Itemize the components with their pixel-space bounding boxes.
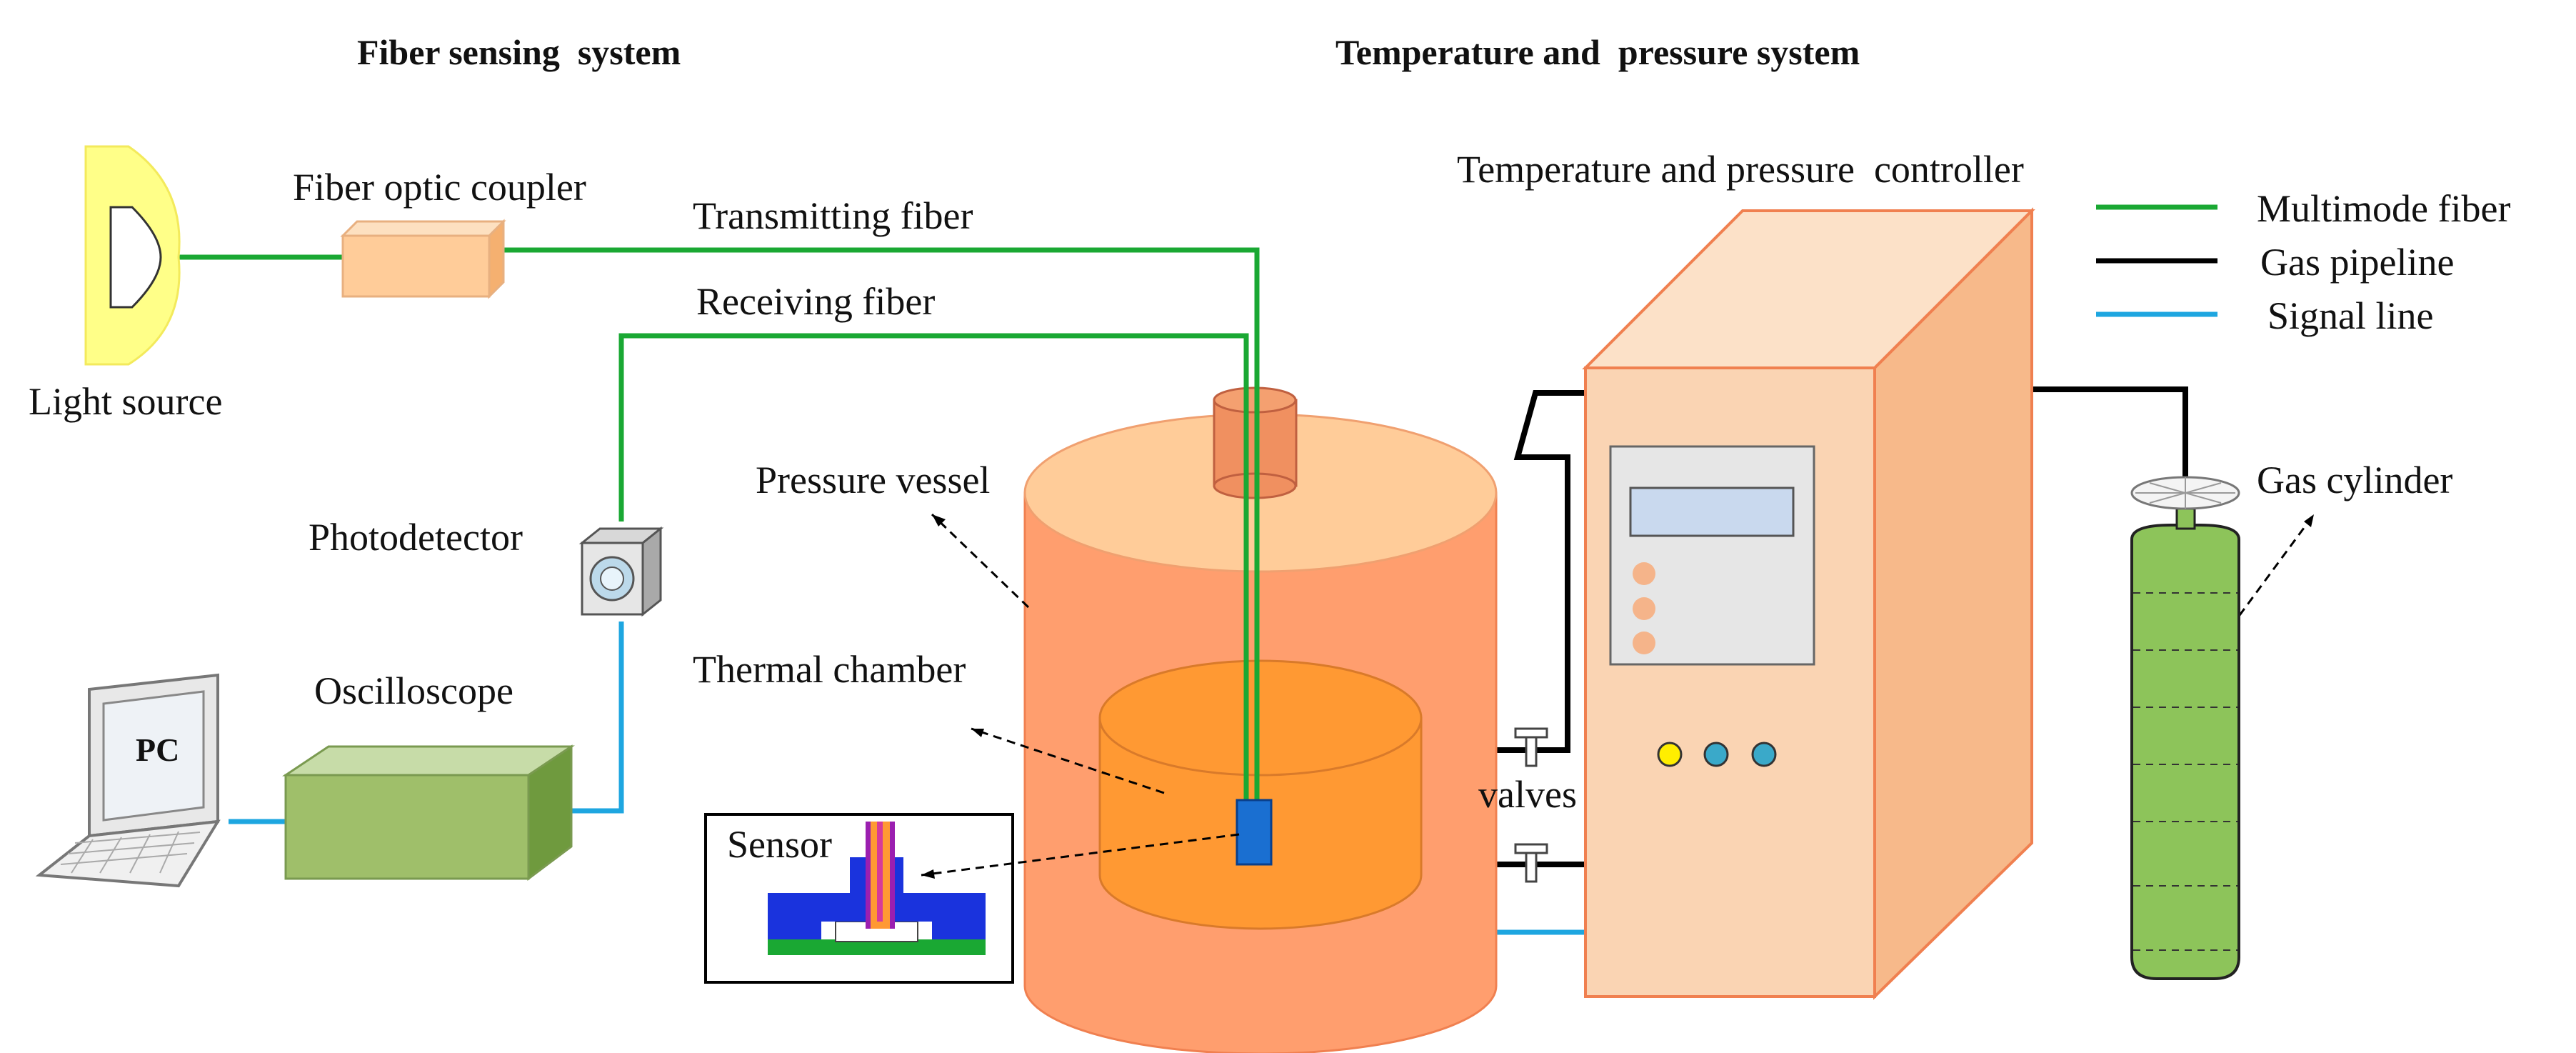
fiber-optic-coupler — [340, 219, 506, 299]
gas-pipeline-controller-loop — [1493, 390, 1585, 753]
pressure-vessel-pointer — [931, 513, 1030, 609]
sensor-inset — [704, 813, 1014, 984]
light-source-label: Light source — [29, 380, 222, 423]
indicator-teal-2 — [1751, 742, 1777, 767]
gas-cylinder-label: Gas cylinder — [2257, 459, 2452, 501]
photodetector-label: Photodetector — [309, 516, 523, 559]
controller-display-panel — [1609, 445, 1815, 666]
sensor-label: Sensor — [727, 823, 832, 866]
header-temperature-pressure-system: Temperature and pressure system — [1335, 32, 1860, 72]
signal-photodetector-to-oscilloscope — [571, 622, 624, 814]
pressure-vessel-label: Pressure vessel — [756, 459, 990, 501]
sensor-head — [1236, 799, 1273, 866]
temperature-pressure-controller — [1582, 207, 2035, 1000]
controller-screen — [1629, 486, 1795, 537]
gas-cylinder-valve-wheel — [2130, 476, 2240, 510]
legend-label-multimode-fiber: Multimode fiber — [2257, 187, 2510, 230]
photodetector — [578, 526, 664, 617]
thermal-chamber — [1098, 659, 1423, 930]
pointer-arrows — [921, 513, 2315, 877]
valve-lower — [1514, 843, 1548, 883]
legend: Multimode fiber Gas pipeline Signal line — [2096, 187, 2510, 337]
controller-label: Temperature and pressure controller — [1457, 148, 2024, 191]
gas-pipeline-to-cylinder — [2032, 386, 2188, 493]
receiving-fiber-label: Receiving fiber — [696, 280, 935, 323]
panel-knob-1 — [1633, 562, 1655, 585]
fiber-optic-coupler-label: Fiber optic coupler — [293, 166, 586, 209]
laptop-keyboard — [60, 831, 201, 874]
pc-laptop — [35, 673, 221, 888]
header-fiber-sensing-system: Fiber sensing system — [357, 32, 681, 72]
valve-upper — [1514, 727, 1548, 767]
oscilloscope — [282, 744, 575, 881]
thermal-chamber-label: Thermal chamber — [693, 648, 966, 691]
valves-label: valves — [1478, 773, 1577, 816]
panel-knob-3 — [1633, 632, 1655, 654]
thermal-chamber-pointer — [971, 727, 1165, 794]
sensor-pointer — [921, 833, 1240, 877]
fibers-inside-vessel — [1243, 386, 1260, 807]
signal-lines — [229, 622, 1585, 935]
pointer-arrowheads — [921, 514, 2314, 879]
indicator-yellow — [1657, 742, 1683, 767]
pc-label: PC — [136, 732, 179, 768]
legend-label-gas-pipeline: Gas pipeline — [2260, 241, 2454, 284]
panel-knob-2 — [1633, 597, 1655, 620]
transmitting-fiber-label: Transmitting fiber — [693, 194, 973, 237]
gas-cylinder — [2130, 507, 2240, 980]
indicator-teal-1 — [1703, 742, 1729, 767]
gas-pipelines — [1493, 386, 2188, 867]
cylinder-bands — [2133, 592, 2237, 951]
light-source — [84, 145, 181, 366]
oscilloscope-label: Oscilloscope — [314, 669, 513, 712]
legend-label-signal-line: Signal line — [2267, 294, 2433, 337]
